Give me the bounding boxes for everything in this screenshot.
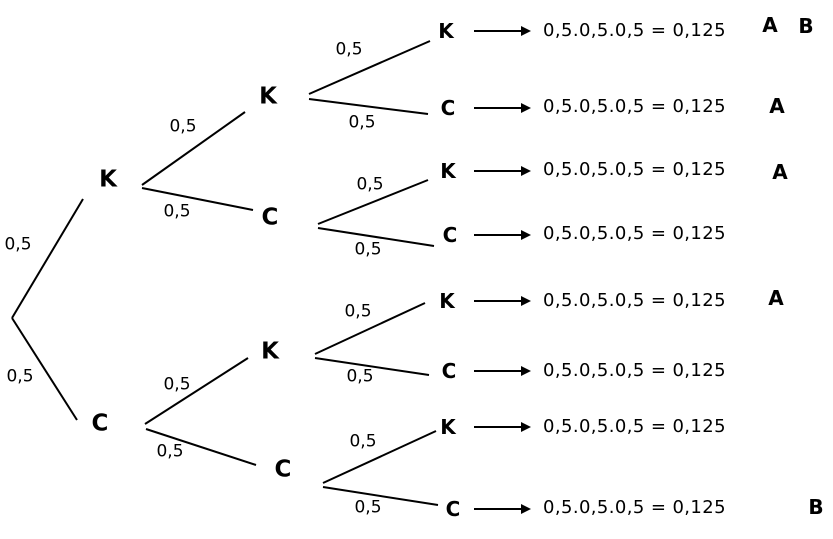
event-row5-A: A [768,286,784,310]
event-row8-B: B [808,495,824,519]
node-CK-label: K [261,338,279,365]
edge-K-KK [141,111,246,186]
event-row1-A: A [762,13,778,37]
leaf-CKK-label: K [439,289,455,313]
result-KKK: 0,5.0,5.0,5 = 0,125 [543,20,726,41]
prob-C-down: 0,5 [156,441,184,462]
leaf-KCC-label: C [442,223,458,247]
edge-C-CC [145,428,257,466]
edge-KK-KKC [308,98,429,115]
result-CCC: 0,5.0,5.0,5 = 0,125 [543,497,726,518]
result-CCK: 0,5.0,5.0,5 = 0,125 [543,416,726,437]
prob-root-down: 0,5 [6,366,34,387]
edge-CC-CCK [322,430,437,484]
edge-KC-KCC [317,227,435,247]
prob-root-up: 0,5 [4,234,32,255]
edge-KK-KKK [308,40,431,95]
result-KKC: 0,5.0,5.0,5 = 0,125 [543,96,726,117]
edge-C-CK [144,357,249,425]
edge-CK-CKC [314,357,430,376]
edge-root-C [11,317,78,421]
edge-CK-CKK [314,302,426,355]
prob-C-up: 0,5 [163,374,191,395]
node-KK-label: K [259,83,277,110]
edge-KC-KCK [317,179,429,225]
node-C-label: C [91,410,109,437]
leaf-KKK-label: K [438,19,454,43]
edge-K-KC [141,187,254,211]
node-K-label: K [99,166,117,193]
prob-CK-down: 0,5 [346,366,374,387]
prob-CC-up: 0,5 [349,431,377,452]
prob-KC-up: 0,5 [356,174,384,195]
result-KCC: 0,5.0,5.0,5 = 0,125 [543,223,726,244]
prob-KC-down: 0,5 [354,239,382,260]
prob-KK-up: 0,5 [335,39,363,60]
node-CC-label: C [274,456,292,483]
edge-CC-CCC [322,486,439,506]
event-row2-A: A [769,94,785,118]
leaf-CKC-label: C [441,359,457,383]
result-KCK: 0,5.0,5.0,5 = 0,125 [543,159,726,180]
node-KC-label: C [261,204,279,231]
event-row1-B: B [798,14,814,38]
prob-KK-down: 0,5 [348,112,376,133]
result-CKC: 0,5.0,5.0,5 = 0,125 [543,360,726,381]
prob-CK-up: 0,5 [344,301,372,322]
prob-K-down: 0,5 [163,201,191,222]
prob-K-up: 0,5 [169,116,197,137]
result-CKK: 0,5.0,5.0,5 = 0,125 [543,290,726,311]
edge-root-K [11,198,84,319]
leaf-KCK-label: K [440,159,456,183]
leaf-CCK-label: K [440,415,456,439]
event-row3-A: A [772,160,788,184]
leaf-CCC-label: C [445,497,461,521]
leaf-KKC-label: C [440,96,456,120]
prob-CC-down: 0,5 [354,497,382,518]
